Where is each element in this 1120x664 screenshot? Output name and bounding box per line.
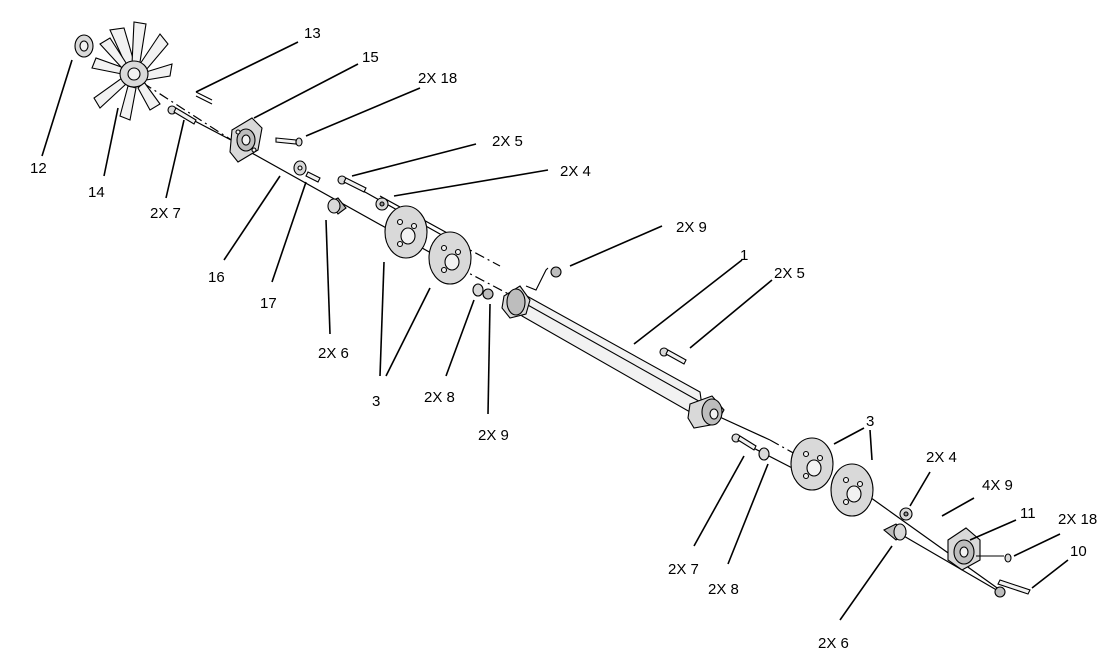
callout-1: 1 <box>740 247 748 264</box>
callout-2x8-left: 2X 8 <box>424 389 455 406</box>
part-7-8-bolt-washer-right <box>731 433 770 461</box>
part-9-nut-bottom <box>994 586 1006 598</box>
callout-2x5-left: 2X 5 <box>492 133 523 150</box>
callout-2x18-right: 2X 18 <box>1058 511 1097 528</box>
callout-2x7-right: 2X 7 <box>668 561 699 578</box>
leader-lines <box>41 41 1069 621</box>
callout-15: 15 <box>362 49 379 66</box>
callout-14: 14 <box>88 184 105 201</box>
callout-4x9: 4X 9 <box>982 477 1013 494</box>
callout-16: 16 <box>208 269 225 286</box>
callout-labels: 13 15 2X 18 2X 5 2X 4 12 14 2X 7 16 17 2… <box>30 25 1097 652</box>
part-6-spacer-left <box>327 197 347 215</box>
part-18-screw-right <box>976 553 1012 563</box>
part-6-spacer-right <box>883 523 907 541</box>
callout-2x9-lower: 2X 9 <box>478 427 509 444</box>
part-7-bolt-left <box>167 105 197 125</box>
part-18-screw-left <box>275 137 303 147</box>
part-5-bolt-left <box>337 175 367 193</box>
part-3-discs-left <box>384 205 472 285</box>
part-14-fan <box>91 21 173 121</box>
part-15-flange <box>229 117 263 163</box>
callout-2x8-right: 2X 8 <box>708 581 739 598</box>
callout-12: 12 <box>30 160 47 177</box>
callout-2x6-right: 2X 6 <box>818 635 849 652</box>
callout-10: 10 <box>1070 543 1087 560</box>
part-12-cap <box>74 34 94 58</box>
callout-3-right: 3 <box>866 413 874 430</box>
callout-2x9-upper: 2X 9 <box>676 219 707 236</box>
part-1-shaft <box>501 285 725 429</box>
callout-2x7-left: 2X 7 <box>150 205 181 222</box>
callout-2x4-right: 2X 4 <box>926 449 957 466</box>
part-3-discs-right <box>790 437 874 517</box>
part-13-key <box>195 91 213 105</box>
callout-2x5-right: 2X 5 <box>774 265 805 282</box>
part-4-nut-right <box>899 507 913 521</box>
callout-2x18-left: 2X 18 <box>418 70 457 87</box>
callout-2x4-left: 2X 4 <box>560 163 591 180</box>
part-11-flange-right <box>947 527 981 571</box>
part-5-bolt-right <box>659 347 687 365</box>
part-9-nut-top <box>525 266 562 291</box>
callout-11: 11 <box>1020 505 1036 522</box>
part-8-9-washer-nut-left <box>472 283 494 300</box>
callout-17: 17 <box>260 295 277 312</box>
part-10-rod <box>997 579 1031 595</box>
part-4-nut-left <box>375 197 389 211</box>
callout-13: 13 <box>304 25 321 42</box>
callout-3-left: 3 <box>372 393 380 410</box>
part-17-washer <box>293 160 321 183</box>
callout-2x6-left: 2X 6 <box>318 345 349 362</box>
